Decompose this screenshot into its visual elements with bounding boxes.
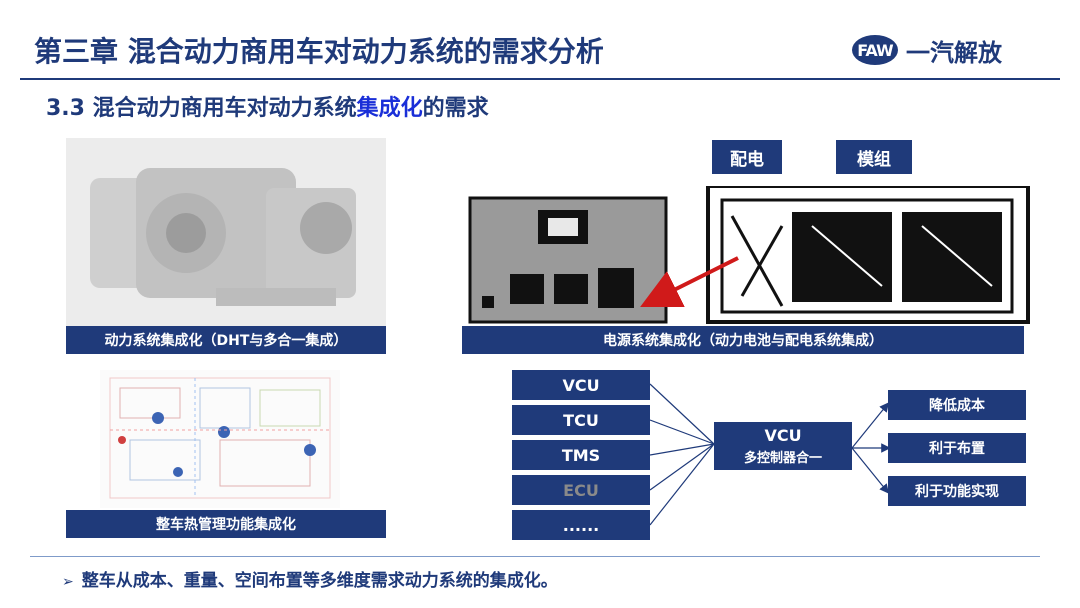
summary-bullet: ➢ 整车从成本、重量、空间布置等多维度需求动力系统的集成化。 — [62, 566, 558, 591]
power-caption: 电源系统集成化（动力电池与配电系统集成） — [462, 326, 1024, 354]
thermal-management-diagram — [100, 370, 340, 508]
controller-connector-lines — [650, 383, 890, 526]
benefit-lower-cost: 降低成本 — [888, 390, 1026, 420]
summary-text: 整车从成本、重量、空间布置等多维度需求动力系统的集成化。 — [81, 571, 558, 591]
dht-caption: 动力系统集成化（DHT与多合一集成） — [66, 326, 386, 354]
controller-vcu: VCU — [512, 370, 650, 400]
brand-logo: FAW 一汽解放 — [852, 34, 1002, 67]
thermal-caption: 整车热管理功能集成化 — [66, 510, 386, 538]
power-tag-module: 模组 — [836, 140, 912, 174]
faw-logo-icon: FAW — [852, 35, 898, 65]
footer-divider — [30, 556, 1040, 557]
section-subtitle: 3.3 混合动力商用车对动力系统集成化的需求 — [46, 96, 489, 121]
controller-ecu: ECU — [512, 475, 650, 505]
subtitle-highlight: 集成化 — [356, 96, 423, 121]
vcu-integrated-hub: VCU 多控制器合一 — [714, 422, 852, 470]
controller-tcu: TCU — [512, 405, 650, 435]
header-divider — [20, 78, 1060, 80]
page-title: 第三章 混合动力商用车对动力系统的需求分析 — [34, 35, 604, 68]
brand-name: 一汽解放 — [906, 38, 1002, 67]
benefit-layout: 利于布置 — [888, 433, 1026, 463]
benefit-function: 利于功能实现 — [888, 476, 1026, 506]
controller-more: ...... — [512, 510, 650, 540]
dht-transmission-photo — [66, 138, 386, 326]
power-tag-distribution: 配电 — [712, 140, 782, 174]
bullet-arrow-icon: ➢ — [62, 574, 74, 590]
pointer-arrow-icon — [640, 256, 739, 307]
controller-tms: TMS — [512, 440, 650, 470]
power-system-photo — [462, 184, 1032, 326]
